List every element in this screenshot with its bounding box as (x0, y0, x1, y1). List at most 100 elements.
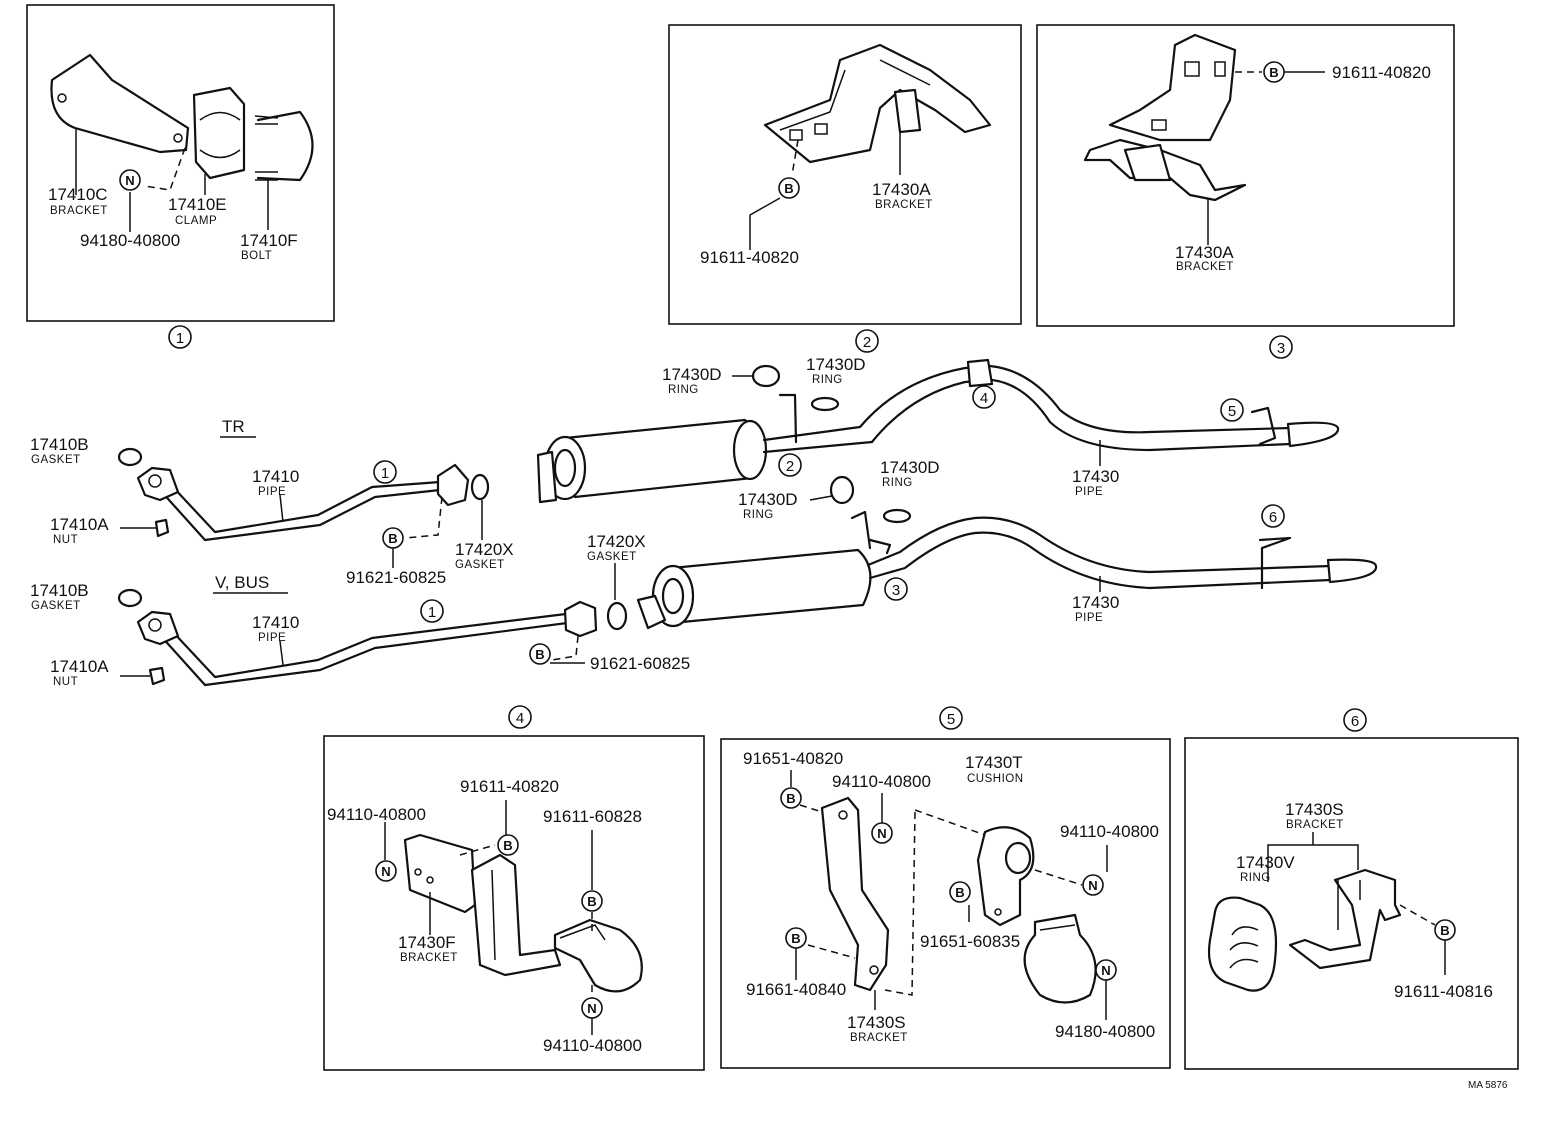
svg-text:2: 2 (863, 334, 871, 351)
detail-frame-2 (668, 24, 1022, 325)
label-17430D-desc: RING (882, 477, 913, 489)
label-17410E-desc: CLAMP (175, 215, 217, 227)
svg-text:6: 6 (1351, 713, 1359, 730)
bolt-symbol: B (780, 787, 802, 809)
label-17430: 17430 (1072, 593, 1119, 612)
svg-text:5: 5 (947, 711, 955, 728)
svg-text:1: 1 (176, 330, 184, 347)
label-17430S-desc: BRACKET (850, 1032, 908, 1044)
label-17410B-desc: GASKET (31, 600, 81, 612)
bolt-symbol: B (581, 890, 603, 912)
label-17430V-desc: RING (1240, 872, 1271, 884)
label-17410A-desc: NUT (53, 676, 78, 688)
label-91651-60835: 91651-60835 (920, 932, 1020, 951)
detail-6-drawing (1207, 844, 1446, 992)
svg-text:B: B (1269, 65, 1278, 80)
tr-muffler-pipe-17430 (536, 358, 1340, 504)
vbus-pipe-17410 (117, 588, 628, 687)
label-17410B: 17410B (30, 581, 89, 600)
svg-text:B: B (1440, 923, 1449, 938)
svg-text:B: B (786, 791, 795, 806)
bolt-symbol: B (497, 834, 519, 856)
callout-1: 1 (168, 325, 192, 349)
label-17410-desc: PIPE (258, 632, 286, 644)
bolt-symbol: B (1263, 61, 1285, 83)
label-17410: 17410 (252, 467, 299, 486)
callout-3: 3 (1269, 335, 1293, 359)
label-17430D: 17430D (738, 490, 798, 509)
label-17420X: 17420X (587, 532, 646, 551)
detail-2-drawing (749, 43, 992, 250)
label-94180-40800: 94180-40800 (1055, 1022, 1155, 1041)
svg-text:4: 4 (516, 710, 524, 727)
svg-text:2: 2 (786, 458, 794, 475)
detail-3-drawing (1083, 33, 1262, 245)
label-17430A-desc: BRACKET (875, 199, 933, 211)
callout-1-main-vbus: 1 (420, 599, 444, 623)
svg-text:B: B (587, 894, 596, 909)
detail-frame-3 (1036, 24, 1455, 327)
svg-text:N: N (1088, 878, 1097, 893)
nut-symbol: N (1082, 874, 1104, 896)
label-17430A: 17430A (1175, 243, 1234, 262)
label-17430T-desc: CUSHION (967, 773, 1024, 785)
svg-text:1: 1 (381, 465, 389, 482)
label-17430S: 17430S (1285, 800, 1344, 819)
bolt-symbol: B (949, 881, 971, 903)
callout-6-main: 6 (1261, 504, 1285, 528)
callout-2-main: 2 (778, 453, 802, 477)
label-17410C: 17410C (48, 185, 108, 204)
diagram-code: MA 5876 (1468, 1080, 1508, 1091)
ring-17430D (810, 396, 840, 412)
detail-frame-6 (1184, 737, 1519, 1070)
tr-pipe-17410 (117, 447, 490, 542)
label-17430S: 17430S (847, 1013, 906, 1032)
label-17420X: 17420X (455, 540, 514, 559)
label-17420X-desc: GASKET (587, 551, 637, 563)
label-17430D-desc: RING (743, 509, 774, 521)
label-94110-40800: 94110-40800 (543, 1036, 642, 1055)
label-91621-60825: 91621-60825 (346, 568, 446, 587)
label-17430A: 17430A (872, 180, 931, 199)
bolt-symbol: B (778, 177, 800, 199)
callout-2: 2 (855, 329, 879, 353)
label-91651-40820: 91651-40820 (743, 749, 843, 768)
svg-text:3: 3 (892, 582, 900, 599)
label-17410A-desc: NUT (53, 534, 78, 546)
label-17430: 17430 (1072, 467, 1119, 486)
label-17410B: 17410B (30, 435, 89, 454)
label-91611-40816: 91611-40816 (1394, 982, 1493, 1001)
label-17430F-desc: BRACKET (400, 952, 458, 964)
nut-symbol: N (375, 860, 397, 882)
label-17410-desc: PIPE (258, 486, 286, 498)
detail-frame-5 (720, 738, 1171, 1069)
svg-text:5: 5 (1228, 403, 1236, 420)
label-17430D: 17430D (880, 458, 940, 477)
svg-text:N: N (381, 864, 390, 879)
label-17410E: 17410E (168, 195, 227, 214)
svg-text:N: N (587, 1001, 596, 1016)
callout-5: 5 (939, 706, 963, 730)
label-17430A-desc: BRACKET (1176, 261, 1234, 273)
label-94110-40800: 94110-40800 (832, 772, 931, 791)
callout-1-main-tr: 1 (373, 460, 397, 484)
nut-symbol: N (1095, 959, 1117, 981)
label-17420X-desc: GASKET (455, 559, 505, 571)
label-91611-60828: 91611-60828 (543, 807, 642, 826)
bolt-symbol: B (785, 927, 807, 949)
ring-17430D (882, 508, 912, 524)
svg-text:B: B (503, 838, 512, 853)
label-17430D: 17430D (806, 355, 866, 374)
svg-text:6: 6 (1269, 509, 1277, 526)
detail-5-drawing (790, 770, 1108, 1020)
ring-17430D (829, 475, 855, 505)
label-17430T: 17430T (965, 753, 1023, 772)
callout-3-main: 3 (884, 577, 908, 601)
callout-4: 4 (508, 705, 532, 729)
svg-text:1: 1 (428, 604, 436, 621)
vbus-muffler-pipe-17430 (636, 510, 1378, 630)
label-17410B-desc: GASKET (31, 454, 81, 466)
nut-symbol: N (119, 169, 141, 191)
label-94110-40800: 94110-40800 (1060, 822, 1159, 841)
